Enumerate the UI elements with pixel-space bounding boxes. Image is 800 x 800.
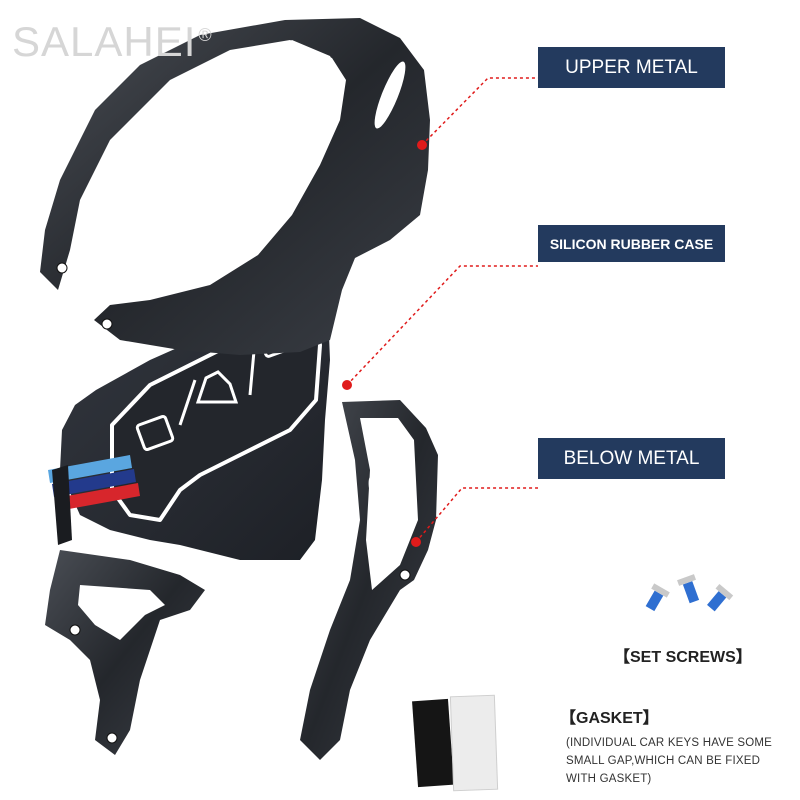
set-screws-image bbox=[645, 574, 734, 612]
callout-lines bbox=[346, 77, 538, 543]
marker-upper bbox=[417, 140, 427, 150]
gasket-label: 【GASKET】 bbox=[560, 710, 659, 727]
upper-metal-frame bbox=[40, 18, 430, 355]
marker-below bbox=[411, 537, 421, 547]
trunk-icon bbox=[195, 370, 239, 404]
gasket-note: (INDIVIDUAL CAR KEYS HAVE SOME SMALL GAP… bbox=[566, 737, 773, 785]
lock-icon bbox=[135, 414, 175, 452]
silicon-rubber-case-label: SILICON RUBBER CASE bbox=[538, 225, 725, 262]
marker-silicon bbox=[342, 380, 352, 390]
brand-logo: SALAHEI® bbox=[12, 18, 213, 65]
set-screws-label: 【SET SCREWS】 bbox=[614, 649, 752, 666]
below-metal-frame bbox=[45, 400, 438, 760]
below-metal-label: BELOW METAL bbox=[538, 438, 725, 479]
gasket-image bbox=[412, 694, 499, 792]
upper-metal-label: UPPER METAL bbox=[538, 47, 725, 88]
